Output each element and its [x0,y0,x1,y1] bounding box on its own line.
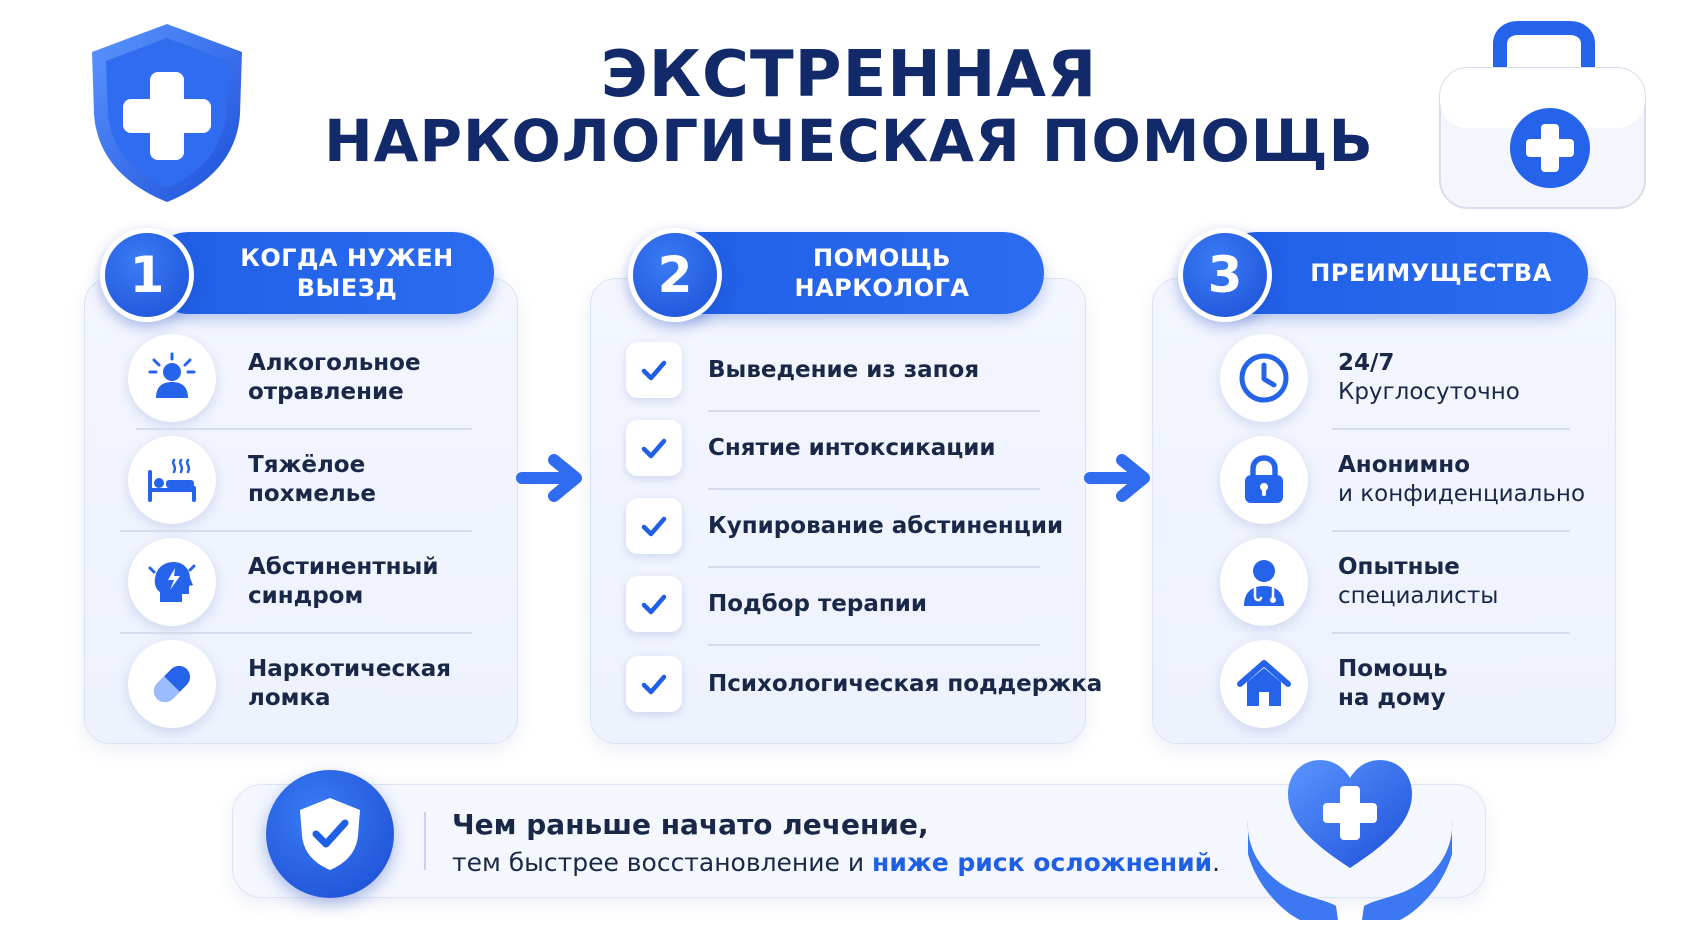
section-1-heading-line2: ВЫЕЗД [296,274,398,302]
divider [1332,530,1570,532]
bed-icon [128,436,216,524]
list-item: Купирование абстиненции [626,498,1063,554]
section-1-heading-line1: КОГДА НУЖЕН [240,244,454,272]
divider [708,566,1040,568]
section-1-number: 1 [100,228,194,322]
divider [1332,632,1570,634]
list-item: 24/7 Круглосуточно [1220,334,1520,422]
divider [120,632,472,634]
item-label: Снятие интоксикации [708,435,996,461]
bottom-banner [232,784,1486,898]
checkmark-icon [626,342,682,398]
divider [708,644,1040,646]
item-line1: Помощь [1338,656,1448,682]
section-2-number: 2 [628,228,722,322]
divider [120,530,472,532]
pill-icon [128,640,216,728]
list-item: Подбор терапии [626,576,927,632]
doctor-icon [1220,538,1308,626]
lock-icon [1220,436,1308,524]
divider [1332,428,1570,430]
item-line2: специалисты [1338,583,1499,609]
item-label: Психологическая поддержка [708,671,1103,697]
list-item: Алкогольное отравление [128,334,421,422]
bottom-line1: Чем раньше начато лечение, [452,808,929,841]
divider [136,428,472,430]
divider [424,812,426,870]
item-line2: синдром [248,583,364,609]
item-line2: на дому [1338,685,1446,711]
medical-kit-icon [1439,21,1646,209]
section-2-heading-line2: НАРКОЛОГА [794,274,970,302]
item-line2: и конфиденциально [1338,481,1586,507]
list-item: Тяжёлое похмелье [128,436,376,524]
list-item: Анонимно и конфиденциально [1220,436,1585,524]
section-3-heading-text: ПРЕИМУЩЕСТВА [1310,259,1552,287]
checkmark-icon [626,656,682,712]
list-item: Наркотическая ломка [128,640,451,728]
title-line-1: ЭКСТРЕННАЯ [600,38,1098,112]
clock-icon [1220,334,1308,422]
item-line1: Анонимно [1338,452,1470,478]
section-3-heading: ПРЕИМУЩЕСТВА [1216,232,1588,314]
shield-plus-icon [92,24,242,202]
arrow-right-icon [516,454,582,502]
house-icon [1220,640,1308,728]
list-item: Снятие интоксикации [626,420,996,476]
item-line1: 24/7 [1338,350,1395,376]
hands-heart-icon [1247,760,1453,920]
item-line2: отравление [248,379,404,405]
bottom-line2-end: . [1212,848,1221,877]
section-2-heading: ПОМОЩЬ НАРКОЛОГА [660,232,1044,314]
list-item: Абстинентный синдром [128,538,438,626]
section-1-heading: КОГДА НУЖЕН ВЫЕЗД [148,232,494,314]
bottom-message: Чем раньше начато лечение, тем быстрее в… [452,806,1220,882]
item-line1: Алкогольное [248,350,421,376]
item-line1: Наркотическая [248,656,452,682]
item-line1: Абстинентный [248,554,439,580]
divider [708,488,1040,490]
item-line2: Круглосуточно [1338,379,1520,405]
list-item: Психологическая поддержка [626,656,1102,712]
list-item: Опытные специалисты [1220,538,1498,626]
bottom-line2-start: тем быстрее восстановление и [452,848,873,877]
bottom-line2-highlight: ниже риск осложнений [872,848,1213,877]
arrow-right-icon [1084,454,1150,502]
item-label: Подбор терапии [708,591,927,617]
checkmark-icon [626,420,682,476]
item-line1: Опытные [1338,554,1460,580]
section-2-heading-line1: ПОМОЩЬ [813,244,951,272]
title-line-2: НАРКОЛОГИЧЕСКАЯ ПОМОЩЬ [324,107,1374,175]
item-label: Купирование абстиненции [708,513,1064,539]
page-title: ЭКСТРЕННАЯ НАРКОЛОГИЧЕСКАЯ ПОМОЩЬ [0,42,1698,174]
person-alert-icon [128,334,216,422]
list-item: Выведение из запоя [626,342,979,398]
list-item: Помощь на дому [1220,640,1448,728]
checkmark-icon [626,576,682,632]
head-lightning-icon [128,538,216,626]
shield-check-icon [266,770,394,898]
item-label: Выведение из запоя [708,357,980,383]
section-3-number: 3 [1178,228,1272,322]
item-line1: Тяжёлое [248,452,366,478]
item-line2: похмелье [248,481,376,507]
checkmark-icon [626,498,682,554]
divider [708,410,1040,412]
item-line2: ломка [248,685,331,711]
